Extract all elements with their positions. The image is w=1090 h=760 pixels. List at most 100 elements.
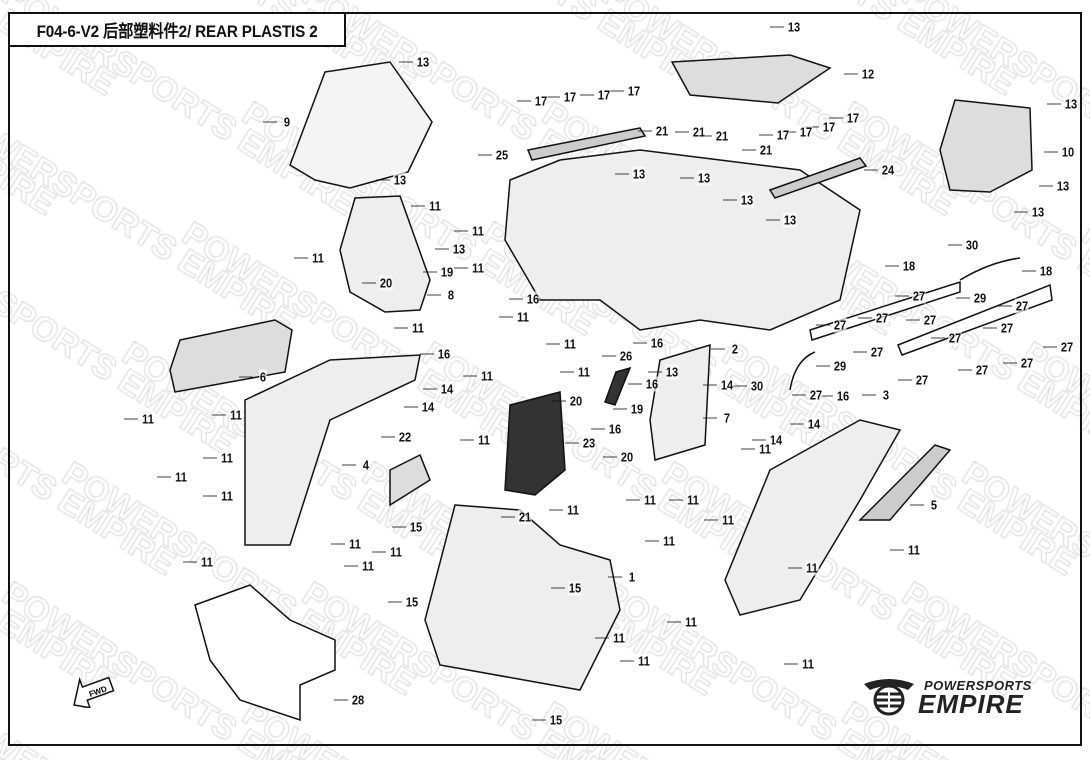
callout-part-16: 16 bbox=[437, 346, 451, 362]
callout-part-11: 11 bbox=[389, 544, 403, 560]
part-12-seat-cover bbox=[670, 54, 832, 104]
callout-part-27: 27 bbox=[923, 312, 937, 328]
callout-part-11: 11 bbox=[229, 407, 243, 423]
callout-part-15: 15 bbox=[568, 580, 582, 596]
callout-part-13: 13 bbox=[452, 241, 466, 257]
callout-part-26: 26 bbox=[619, 348, 633, 364]
callout-part-21: 21 bbox=[655, 123, 669, 139]
callout-part-14: 14 bbox=[421, 399, 435, 415]
callout-part-11: 11 bbox=[200, 554, 214, 570]
callout-part-27: 27 bbox=[833, 317, 847, 333]
forward-arrow-icon: FWD bbox=[73, 676, 115, 709]
callout-part-27: 27 bbox=[1020, 355, 1034, 371]
callout-part-8: 8 bbox=[447, 287, 455, 303]
callout-part-11: 11 bbox=[477, 432, 491, 448]
callout-part-11: 11 bbox=[220, 488, 234, 504]
callout-part-27: 27 bbox=[948, 330, 962, 346]
callout-part-2: 2 bbox=[731, 341, 739, 357]
callout-part-16: 16 bbox=[836, 388, 850, 404]
callout-part-17: 17 bbox=[534, 93, 548, 109]
callout-part-11: 11 bbox=[805, 560, 819, 576]
callout-part-17: 17 bbox=[776, 127, 790, 143]
part-10-side-cover bbox=[939, 99, 1033, 193]
part-1-rear-bumper bbox=[424, 504, 621, 691]
callout-part-27: 27 bbox=[975, 362, 989, 378]
part-6-rack bbox=[169, 319, 293, 393]
callout-part-16: 16 bbox=[645, 376, 659, 392]
part-30-cable-2 bbox=[789, 351, 816, 391]
callout-part-28: 28 bbox=[351, 692, 365, 708]
callout-part-3: 3 bbox=[882, 387, 890, 403]
callout-part-9: 9 bbox=[283, 114, 291, 130]
callout-part-13: 13 bbox=[1064, 96, 1078, 112]
callout-part-13: 13 bbox=[416, 54, 430, 70]
callout-part-20: 20 bbox=[569, 393, 583, 409]
part-30-cable bbox=[959, 257, 1021, 281]
callout-part-29: 29 bbox=[973, 290, 987, 306]
callout-part-4: 4 bbox=[362, 457, 370, 473]
callout-part-11: 11 bbox=[516, 309, 530, 325]
callout-part-10: 10 bbox=[1061, 144, 1075, 160]
callout-part-15: 15 bbox=[405, 594, 419, 610]
part-4-left-fender bbox=[244, 354, 421, 546]
callout-part-11: 11 bbox=[577, 364, 591, 380]
callout-part-16: 16 bbox=[608, 421, 622, 437]
callout-part-11: 11 bbox=[721, 512, 735, 528]
callout-part-11: 11 bbox=[566, 502, 580, 518]
diagram-frame bbox=[8, 12, 1082, 746]
callout-part-21: 21 bbox=[759, 142, 773, 158]
callout-part-16: 16 bbox=[650, 335, 664, 351]
callout-part-11: 11 bbox=[471, 260, 485, 276]
callout-part-27: 27 bbox=[1060, 339, 1074, 355]
callout-part-17: 17 bbox=[799, 124, 813, 140]
callout-part-11: 11 bbox=[471, 223, 485, 239]
callout-part-27: 27 bbox=[912, 288, 926, 304]
callout-part-25: 25 bbox=[495, 147, 509, 163]
callout-part-13: 13 bbox=[393, 172, 407, 188]
callout-part-20: 20 bbox=[620, 449, 634, 465]
callout-part-29: 29 bbox=[833, 358, 847, 374]
callout-part-11: 11 bbox=[758, 441, 772, 457]
part-8-panel bbox=[339, 195, 431, 313]
callout-part-21: 21 bbox=[715, 128, 729, 144]
logo-text-empire: EMPIRE bbox=[918, 689, 1024, 719]
empire-wing-emblem-icon bbox=[864, 679, 914, 716]
part-26-grip bbox=[604, 366, 632, 406]
callout-part-13: 13 bbox=[740, 192, 754, 208]
callout-part-11: 11 bbox=[220, 450, 234, 466]
callout-part-13: 13 bbox=[1031, 204, 1045, 220]
callout-part-27: 27 bbox=[915, 372, 929, 388]
callout-part-14: 14 bbox=[807, 416, 821, 432]
callout-part-22: 22 bbox=[398, 429, 412, 445]
callout-part-13: 13 bbox=[632, 166, 646, 182]
part-23-center-cover bbox=[504, 391, 566, 496]
callout-part-16: 16 bbox=[526, 291, 540, 307]
callout-part-19: 19 bbox=[630, 401, 644, 417]
callout-part-11: 11 bbox=[612, 630, 626, 646]
callout-part-18: 18 bbox=[902, 258, 916, 274]
callout-part-14: 14 bbox=[720, 377, 734, 393]
callout-part-27: 27 bbox=[1000, 320, 1014, 336]
callout-part-11: 11 bbox=[428, 198, 442, 214]
callout-part-13: 13 bbox=[697, 170, 711, 186]
callout-part-6: 6 bbox=[259, 369, 267, 385]
callout-part-11: 11 bbox=[348, 536, 362, 552]
callout-part-30: 30 bbox=[750, 378, 764, 394]
callout-part-11: 11 bbox=[801, 656, 815, 672]
callout-part-19: 19 bbox=[440, 264, 454, 280]
callout-part-15: 15 bbox=[409, 519, 423, 535]
part-9-fender-flap bbox=[289, 61, 433, 189]
callout-part-11: 11 bbox=[684, 614, 698, 630]
callout-part-11: 11 bbox=[311, 250, 325, 266]
callout-part-5: 5 bbox=[930, 497, 938, 513]
callout-part-17: 17 bbox=[822, 119, 836, 135]
callout-part-18: 18 bbox=[1039, 263, 1053, 279]
callout-part-13: 13 bbox=[783, 212, 797, 228]
callout-part-12: 12 bbox=[861, 66, 875, 82]
title-box: F04-6-V2 后部塑料件2/ REAR PLASTIS 2 bbox=[8, 12, 346, 47]
callout-part-13: 13 bbox=[787, 19, 801, 35]
callout-part-11: 11 bbox=[686, 492, 700, 508]
callout-part-11: 11 bbox=[907, 542, 921, 558]
callout-part-27: 27 bbox=[870, 344, 884, 360]
